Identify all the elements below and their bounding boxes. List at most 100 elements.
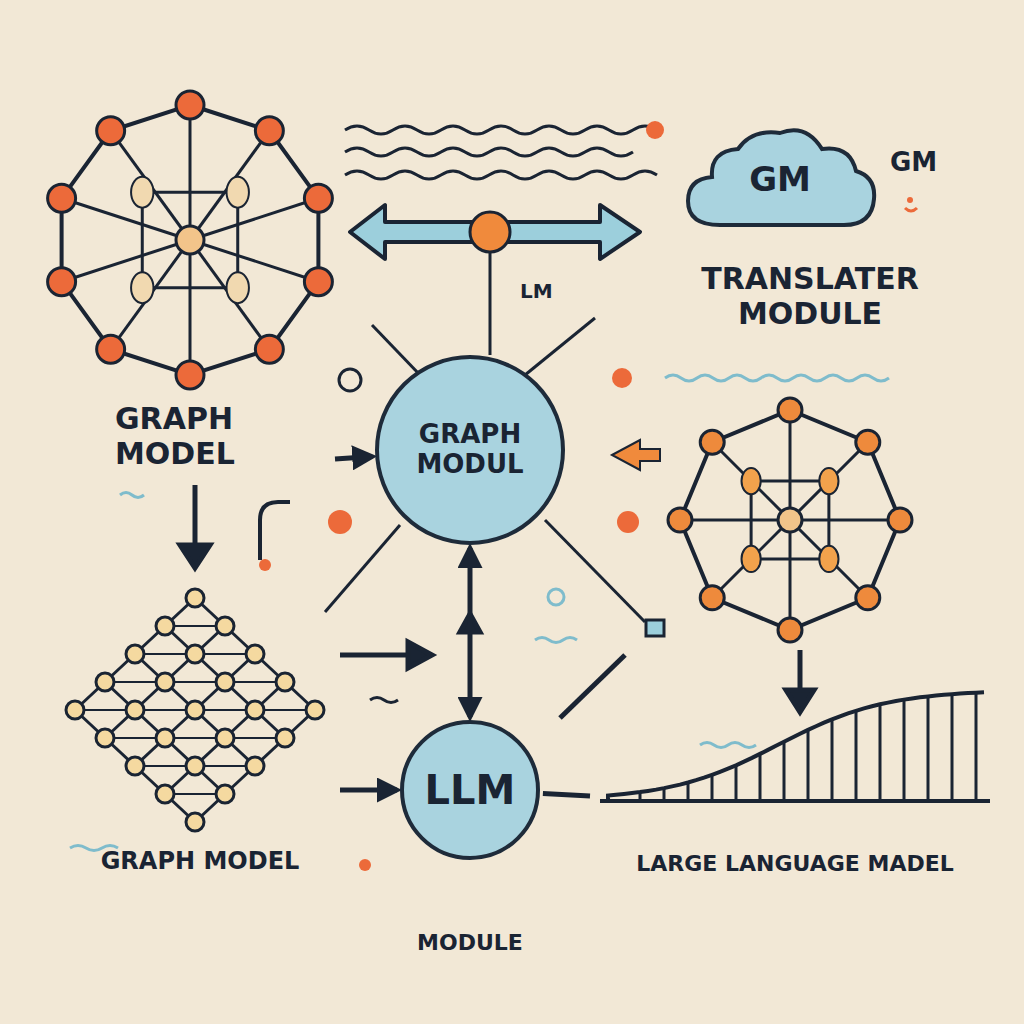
bar [975, 693, 978, 800]
line [340, 653, 410, 658]
head [180, 545, 210, 568]
ball [470, 212, 510, 252]
graph-node [156, 729, 174, 747]
bar [807, 730, 810, 800]
bar [903, 700, 906, 800]
hollow-dot [548, 589, 564, 605]
wave [120, 493, 144, 498]
bar [927, 696, 930, 800]
graph-node [216, 673, 234, 691]
axis [600, 799, 990, 803]
dots [259, 121, 913, 871]
head [786, 690, 814, 712]
graph-node [97, 335, 125, 363]
connector-arrow [340, 788, 397, 793]
graph-edge [142, 191, 237, 194]
graph-edge [62, 198, 190, 240]
graph-rim [680, 410, 900, 630]
chart-figure-node: LARGE LANGUAGE MADEL [590, 680, 1000, 880]
bar [711, 775, 714, 800]
graph-edge [190, 240, 269, 349]
graph-edge [190, 198, 318, 240]
dot [612, 368, 632, 388]
graph-node [126, 645, 144, 663]
wave-lines [345, 126, 657, 179]
graph-node [66, 701, 84, 719]
text-label: LM [520, 280, 580, 303]
wave [905, 208, 917, 211]
graph-node [778, 618, 802, 642]
graph-node [856, 430, 880, 454]
node-text: GRAPH MODEL [60, 848, 340, 876]
cloud-node: GM [680, 125, 880, 235]
module-circle: GRAPH MODUL [375, 355, 565, 545]
line [325, 525, 400, 612]
graph-node [156, 673, 174, 691]
graph-edge [751, 480, 829, 483]
bar [663, 788, 666, 800]
dot [907, 197, 913, 203]
graph-edge [789, 410, 792, 520]
graph-node [276, 729, 294, 747]
node-text: GM [749, 160, 811, 199]
graph-node [186, 701, 204, 719]
line [372, 325, 420, 375]
graph-node [227, 177, 249, 208]
graph-node [778, 508, 802, 532]
graph-node [742, 468, 761, 494]
graph-node [176, 226, 204, 254]
text-label: GM [890, 148, 970, 178]
graph-node [246, 645, 264, 663]
hollow-dot [339, 369, 361, 391]
graph-node [186, 813, 204, 831]
graph-node [131, 272, 153, 303]
text-label: TRANSLATER MODULE [645, 262, 975, 331]
dot [646, 121, 664, 139]
double-arrow [350, 205, 640, 259]
graph-model-figure: GRAPH MODEL [55, 75, 335, 475]
graph-edge [111, 131, 190, 240]
node-text: LARGE LANGUAGE MADEL [590, 851, 1000, 876]
llm-circle: LLM [400, 720, 540, 860]
graph-edge [62, 240, 190, 282]
node-text: LLM [410, 767, 530, 813]
wave [345, 126, 657, 134]
dot [328, 510, 352, 534]
graph-node [700, 586, 724, 610]
square-end [646, 620, 664, 636]
bar [639, 792, 642, 800]
graph-edge [790, 519, 900, 522]
node-text: GRAPH MODUL [395, 420, 545, 480]
graph-node [216, 617, 234, 635]
graph-node [48, 184, 76, 212]
graph-edge [190, 240, 318, 282]
wave [665, 375, 889, 381]
graph-node [97, 117, 125, 145]
graph-node [778, 398, 802, 422]
head [408, 642, 432, 668]
graph-node [276, 673, 294, 691]
graph-node [304, 268, 332, 296]
bar [735, 765, 738, 800]
graph-edge [111, 240, 190, 349]
graph-node [306, 701, 324, 719]
bar [951, 694, 954, 800]
graph-node [176, 91, 204, 119]
connector-arrow [335, 457, 372, 460]
graph-model-figure: GRAPH MODEL [60, 580, 340, 880]
graph-node [856, 586, 880, 610]
connector-arrow [543, 794, 590, 796]
graph-node [156, 785, 174, 803]
chart-figure [600, 692, 990, 801]
graph-node [819, 468, 838, 494]
line [193, 485, 198, 548]
graph-node [131, 177, 153, 208]
graph-node [126, 701, 144, 719]
wave [345, 171, 657, 179]
stem-line [489, 250, 492, 355]
bar [855, 711, 858, 800]
graph-edge [189, 240, 192, 375]
graph-node [700, 430, 724, 454]
graph-node [668, 508, 692, 532]
